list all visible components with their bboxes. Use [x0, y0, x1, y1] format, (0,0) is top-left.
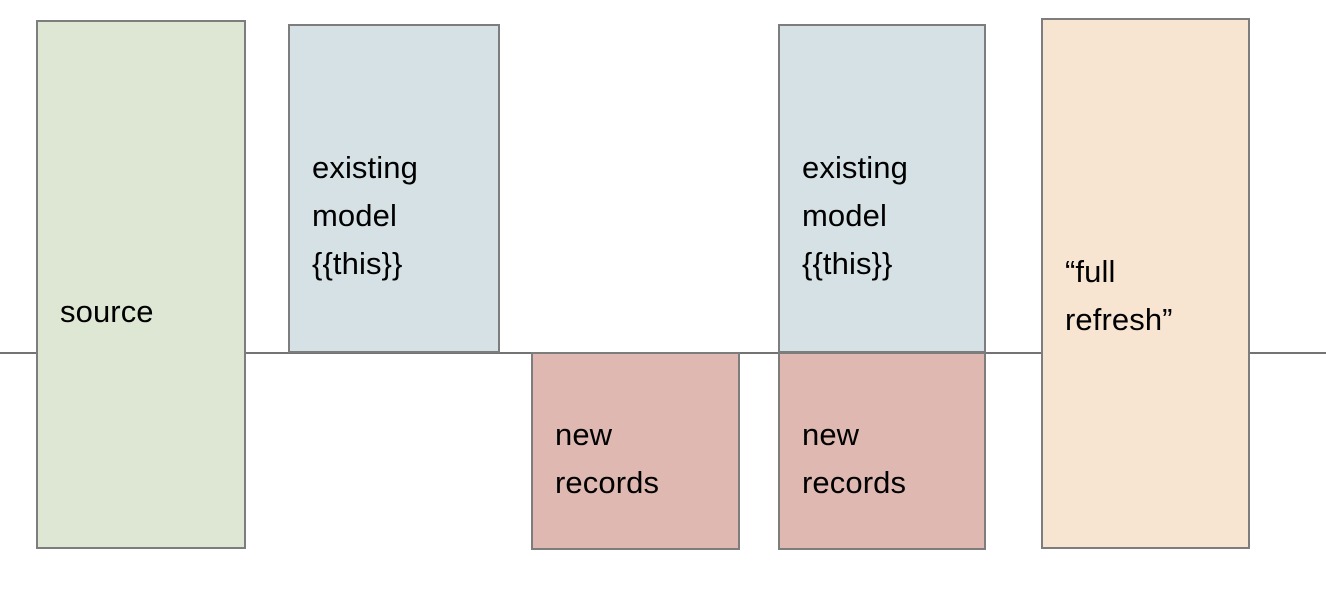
box-new-records-middle-label: new records: [555, 417, 660, 500]
box-source[interactable]: source: [36, 20, 246, 549]
box-full-refresh-label: “full refresh”: [1065, 254, 1173, 337]
box-full-refresh[interactable]: “full refresh”: [1041, 18, 1250, 549]
box-existing-model-right[interactable]: existing model {{this}}: [778, 24, 986, 353]
box-new-records-right-label: new records: [802, 417, 907, 500]
box-new-records-right[interactable]: new records: [778, 352, 986, 550]
box-new-records-middle[interactable]: new records: [531, 352, 740, 550]
box-existing-model-left[interactable]: existing model {{this}}: [288, 24, 500, 353]
box-existing-model-right-label: existing model {{this}}: [802, 150, 908, 281]
box-existing-model-left-label: existing model {{this}}: [312, 150, 418, 281]
box-source-label: source: [60, 294, 154, 329]
